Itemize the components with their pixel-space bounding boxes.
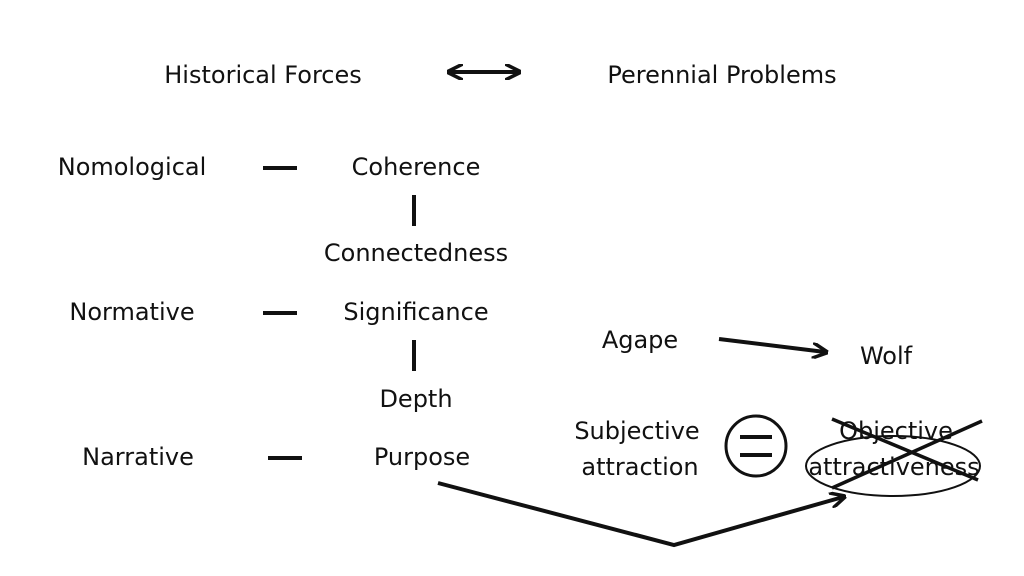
header-historical-forces: Historical Forces: [164, 61, 362, 89]
term-purpose: Purpose: [373, 443, 471, 471]
label-wolf: Wolf: [859, 342, 913, 370]
header-perennial-problems: Perennial Problems: [607, 61, 837, 89]
equals-circle-icon: [724, 414, 788, 478]
label-subjective: Subjective: [574, 417, 700, 445]
arrow-agape-wolf: [718, 337, 825, 352]
objective-ellipse: [805, 435, 981, 497]
label-narrative: Narrative: [82, 443, 194, 471]
term-significance: Significance: [343, 298, 489, 326]
cross-out-icon: [831, 417, 983, 490]
label-normative: Normative: [69, 298, 195, 326]
label-nomological: Nomological: [57, 153, 207, 181]
label-attraction: attraction: [581, 453, 699, 481]
term-connectedness: Connectedness: [323, 239, 509, 267]
label-attractiveness: attractiveness: [808, 453, 980, 481]
label-agape: Agape: [601, 326, 679, 354]
purpose-arrow: [437, 481, 843, 548]
term-depth: Depth: [379, 385, 453, 413]
term-coherence: Coherence: [351, 153, 481, 181]
label-objective: Objective: [839, 417, 953, 445]
